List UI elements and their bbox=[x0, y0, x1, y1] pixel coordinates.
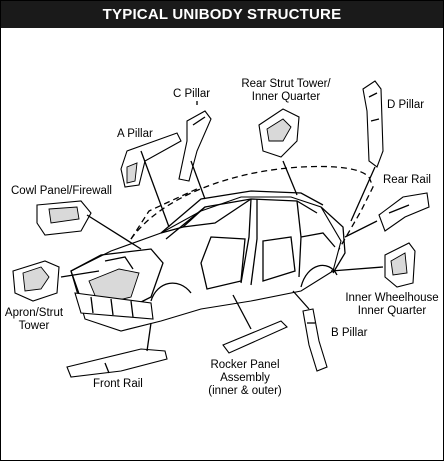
leader-arrows bbox=[60, 101, 384, 352]
rear-rail-part bbox=[378, 192, 430, 232]
diagram-title: TYPICAL UNIBODY STRUCTURE bbox=[1, 1, 443, 28]
car-body-shell bbox=[70, 190, 346, 332]
label-rocker-panel-line2: Assembly bbox=[220, 372, 270, 384]
rear-dashed-outline bbox=[330, 176, 374, 264]
label-rocker-panel-line1: Rocker Panel bbox=[210, 359, 280, 371]
label-apron-line2: Tower bbox=[18, 320, 50, 332]
label-c-pillar: C Pillar bbox=[173, 88, 211, 100]
label-rear-rail: Rear Rail bbox=[383, 174, 431, 186]
label-rocker-panel-line3: (inner & outer) bbox=[208, 385, 282, 397]
label-rear-strut-tower-line1: Rear Strut Tower/ bbox=[241, 78, 331, 90]
b-pillar-part bbox=[302, 308, 328, 372]
label-b-pillar: B Pillar bbox=[331, 327, 368, 339]
label-rear-strut-tower-line2: Inner Quarter bbox=[251, 91, 321, 103]
label-inner-wheelhouse-line2: Inner Quarter bbox=[357, 305, 427, 317]
rocker-panel-part bbox=[222, 320, 288, 354]
roof-dashed-outline bbox=[130, 165, 370, 240]
label-front-rail: Front Rail bbox=[93, 378, 143, 390]
label-cowl-panel: Cowl Panel/Firewall bbox=[11, 185, 112, 197]
front-rail-part bbox=[66, 348, 168, 378]
d-pillar-part bbox=[362, 80, 384, 168]
label-d-pillar: D Pillar bbox=[387, 99, 425, 111]
front-dashed-outline bbox=[130, 186, 202, 240]
label-inner-wheelhouse-line1: Inner Wheelhouse bbox=[345, 292, 439, 304]
label-a-pillar: A Pillar bbox=[117, 128, 153, 140]
label-apron-line1: Apron/Strut bbox=[4, 307, 64, 319]
